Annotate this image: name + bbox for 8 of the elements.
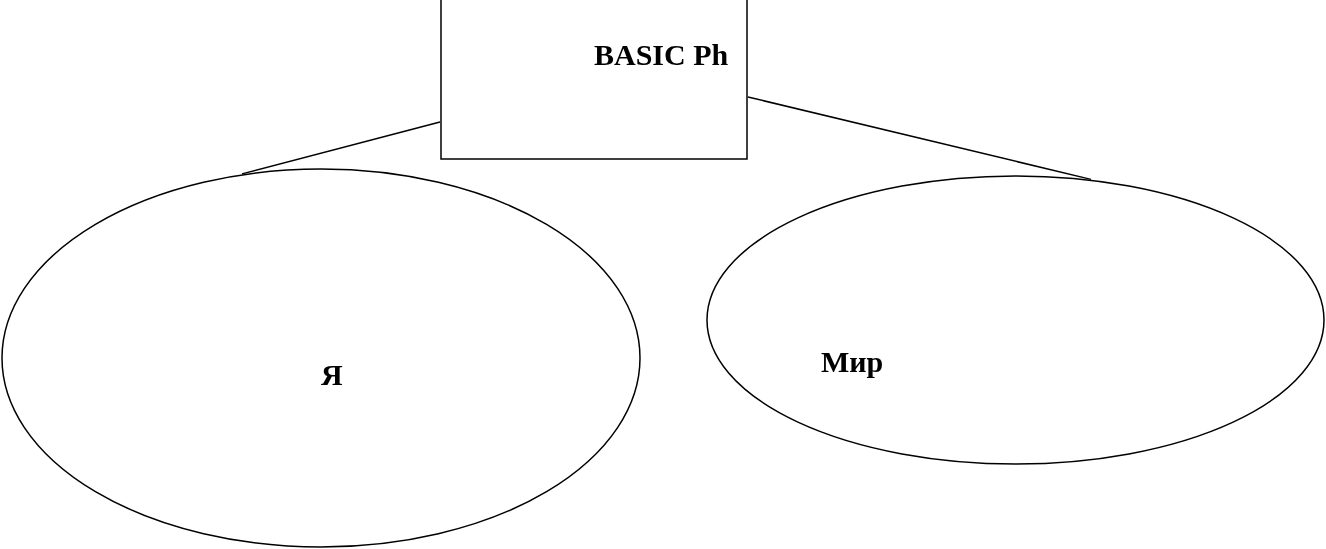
- ellipse-node: [706, 175, 1325, 465]
- connector-line: [747, 96, 1092, 181]
- ellipse-node: [1, 168, 641, 548]
- process-box: [440, 0, 748, 160]
- node-label: Мир: [821, 345, 884, 379]
- connector-line: [241, 121, 441, 175]
- node-label: Я: [321, 358, 343, 392]
- node-label: BASIC Ph: [594, 38, 729, 72]
